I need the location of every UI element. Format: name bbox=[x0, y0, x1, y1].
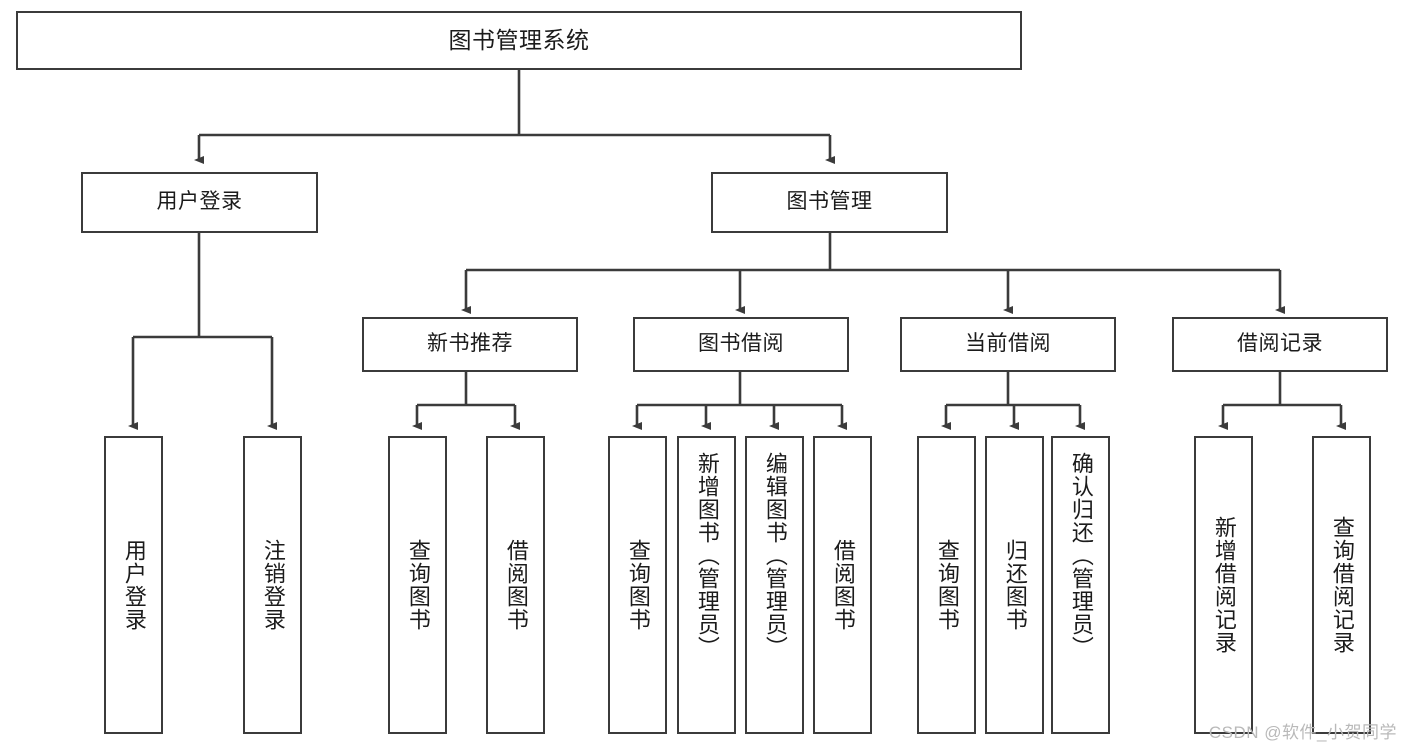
node-label: 查询图书 bbox=[405, 539, 431, 631]
leaf-borrow-book-recommend[interactable]: 借阅图书 bbox=[486, 436, 545, 734]
node-label: 用户登录 bbox=[156, 190, 243, 214]
node-label: 借阅记录 bbox=[1237, 332, 1323, 356]
leaf-return-book[interactable]: 归还图书 bbox=[985, 436, 1044, 734]
node-label: 查询借阅记录 bbox=[1329, 516, 1355, 654]
node-borrow-record[interactable]: 借阅记录 bbox=[1172, 317, 1388, 372]
node-book-management[interactable]: 图书管理 bbox=[711, 172, 948, 233]
watermark-text: CSDN @软件_小贺同学 bbox=[1208, 723, 1397, 742]
node-label: 图书管理系统 bbox=[448, 27, 590, 54]
node-label: 借阅图书 bbox=[503, 539, 529, 631]
node-new-book-recommend[interactable]: 新书推荐 bbox=[362, 317, 578, 372]
node-label: 新增借阅记录 bbox=[1211, 516, 1237, 654]
node-label: 新书推荐 bbox=[427, 332, 513, 356]
leaf-add-book-admin[interactable]: 新增图书（管理员） bbox=[677, 436, 736, 734]
node-label: 用户登录 bbox=[121, 539, 147, 631]
node-label: 确认归还（管理员） bbox=[1068, 452, 1094, 659]
leaf-query-book-borrow[interactable]: 查询图书 bbox=[608, 436, 667, 734]
leaf-confirm-return-admin[interactable]: 确认归还（管理员） bbox=[1051, 436, 1110, 734]
leaf-edit-book-admin[interactable]: 编辑图书（管理员） bbox=[745, 436, 804, 734]
leaf-borrow-book[interactable]: 借阅图书 bbox=[813, 436, 872, 734]
node-label: 注销登录 bbox=[260, 539, 286, 631]
leaf-query-borrow-record[interactable]: 查询借阅记录 bbox=[1312, 436, 1371, 734]
node-label: 借阅图书 bbox=[830, 539, 856, 631]
leaf-query-book-recommend[interactable]: 查询图书 bbox=[388, 436, 447, 734]
node-user-login[interactable]: 用户登录 bbox=[81, 172, 318, 233]
node-label: 归还图书 bbox=[1002, 539, 1028, 631]
leaf-logout[interactable]: 注销登录 bbox=[243, 436, 302, 734]
node-current-borrow[interactable]: 当前借阅 bbox=[900, 317, 1116, 372]
leaf-add-borrow-record[interactable]: 新增借阅记录 bbox=[1194, 436, 1253, 734]
node-label: 图书借阅 bbox=[698, 332, 784, 356]
node-label: 编辑图书（管理员） bbox=[762, 452, 788, 659]
node-book-borrow[interactable]: 图书借阅 bbox=[633, 317, 849, 372]
node-label: 当前借阅 bbox=[965, 332, 1051, 356]
node-label: 查询图书 bbox=[934, 539, 960, 631]
node-label: 查询图书 bbox=[625, 539, 651, 631]
node-label: 图书管理 bbox=[786, 190, 873, 214]
leaf-query-book-current[interactable]: 查询图书 bbox=[917, 436, 976, 734]
node-label: 新增图书（管理员） bbox=[694, 452, 720, 659]
leaf-user-login[interactable]: 用户登录 bbox=[104, 436, 163, 734]
node-root-system[interactable]: 图书管理系统 bbox=[16, 11, 1022, 70]
